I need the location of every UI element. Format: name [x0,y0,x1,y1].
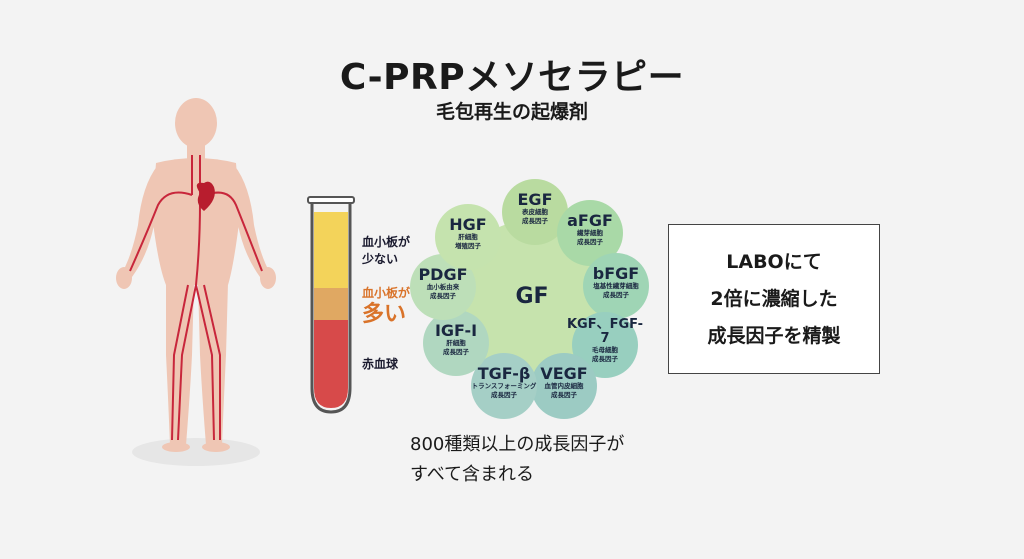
high-platelet-line1: 血小板が [362,286,411,300]
gf-node-tgf [471,353,537,419]
caption-line1: 800種類以上の成長因子が [410,434,625,455]
page-subtitle: 毛包再生の起爆剤 [435,101,588,123]
gf-node-igf [423,310,489,376]
gf-label-pdgf: PDGF 血小板由来 成長因子 [418,265,468,300]
gf-node-pdgf [410,254,476,320]
page-title: C-PRPメソセラピー [339,57,685,98]
gf-label-egf: EGF 表皮細胞 成長因子 [517,190,553,225]
plasma-layer [314,212,348,288]
box-line1: LABOにて [726,250,822,273]
gf-node-bfgf [583,253,649,319]
low-platelet-label: 血小板が 少ない [362,234,410,268]
red-cell-layer [314,320,348,408]
high-platelet-line2: 多い [362,302,407,327]
platelet-layer [314,288,348,320]
gf-label-igf: IGF-I 肝細胞 成長因子 [434,321,478,356]
gf-node-hgf [435,204,501,270]
labo-concentration-box: LABOにて 2倍に濃縮した 成長因子を精製 [668,224,880,374]
growth-factor-wheel [410,179,649,419]
box-line3: 成長因子を精製 [707,324,841,347]
human-body-illustration [116,98,276,466]
high-platelet-label: 血小板が 多い [362,285,410,328]
low-platelet-line2: 少ない [362,252,399,266]
growth-factor-caption: 800種類以上の成長因子が すべて含まれる [410,430,624,490]
gf-label-tgf: TGF-β トランスフォーミング 成長因子 [471,364,537,399]
caption-line2: すべて含まれる [410,464,535,485]
gf-center-label: GF [515,284,549,309]
gf-label-hgf: HGF 肝細胞 増殖因子 [449,215,487,250]
gf-node-vegf [531,353,597,419]
gf-node-afgf [557,200,623,266]
gf-label-afgf: aFGF 繊芽細胞 成長因子 [567,211,613,246]
low-platelet-line1: 血小板が [362,235,411,249]
gf-node-kgf [572,312,638,378]
gf-label-bfgf: bFGF 塩基性繊芽細胞 成長因子 [592,264,640,299]
box-line2: 2倍に濃縮した [710,287,838,310]
gf-label-vegf: VEGF 血管内皮細胞 成長因子 [540,364,588,399]
gf-node-egf [502,179,568,245]
blood-test-tube [307,196,355,414]
rbc-label: 赤血球 [362,357,399,371]
gf-label-kgf: KGF、FGF-7 毛母細胞 成長因子 [566,317,644,364]
